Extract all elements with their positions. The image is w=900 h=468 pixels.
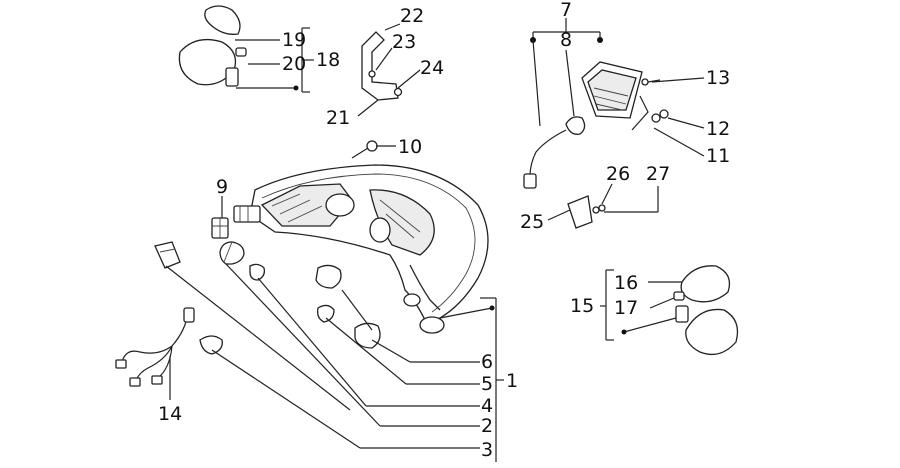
bulb-small-a [249,263,266,281]
label-5: 5 [481,373,493,395]
label-8: 8 [560,29,572,51]
bulb-socket [211,217,229,239]
label-10: 10 [398,136,422,158]
license-plate-light [523,61,669,189]
label-25: 25 [520,211,544,233]
label-9: 9 [216,176,228,198]
label-14: 14 [158,403,182,425]
label-18: 18 [316,49,340,71]
label-1: 1 [506,370,518,392]
label-13: 13 [706,67,730,89]
label-17: 17 [614,297,638,319]
bulb-large-mid [315,264,342,289]
lamp-holder-clip [154,241,181,269]
plate-bracket [361,31,403,101]
label-7: 7 [560,0,572,21]
label-26: 26 [606,163,630,185]
label-16: 16 [614,272,638,294]
label-3: 3 [481,439,493,461]
tail-light-assembly [233,164,489,334]
turn-signal-top-left [178,5,247,87]
small-bracket [567,195,606,229]
label-20: 20 [282,53,306,75]
turn-signal-right [673,265,739,356]
bulb-large-left [219,241,245,265]
part-labels: 1 2 3 4 5 6 7 8 9 10 11 12 13 14 15 16 1… [158,0,730,461]
wiring-harness [115,307,195,387]
label-15: 15 [570,295,594,317]
bulb-small-b [316,304,335,323]
label-27: 27 [646,163,670,185]
label-11: 11 [706,145,730,167]
label-6: 6 [481,351,493,373]
label-22: 22 [400,5,424,27]
label-21: 21 [326,107,350,129]
bulb-part-3 [199,335,223,355]
screw-part-10 [351,140,378,159]
label-2: 2 [481,415,493,437]
label-24: 24 [420,57,444,79]
leader-lines [165,18,705,462]
label-19: 19 [282,29,306,51]
label-23: 23 [392,31,416,53]
label-4: 4 [481,395,493,417]
label-12: 12 [706,118,730,140]
